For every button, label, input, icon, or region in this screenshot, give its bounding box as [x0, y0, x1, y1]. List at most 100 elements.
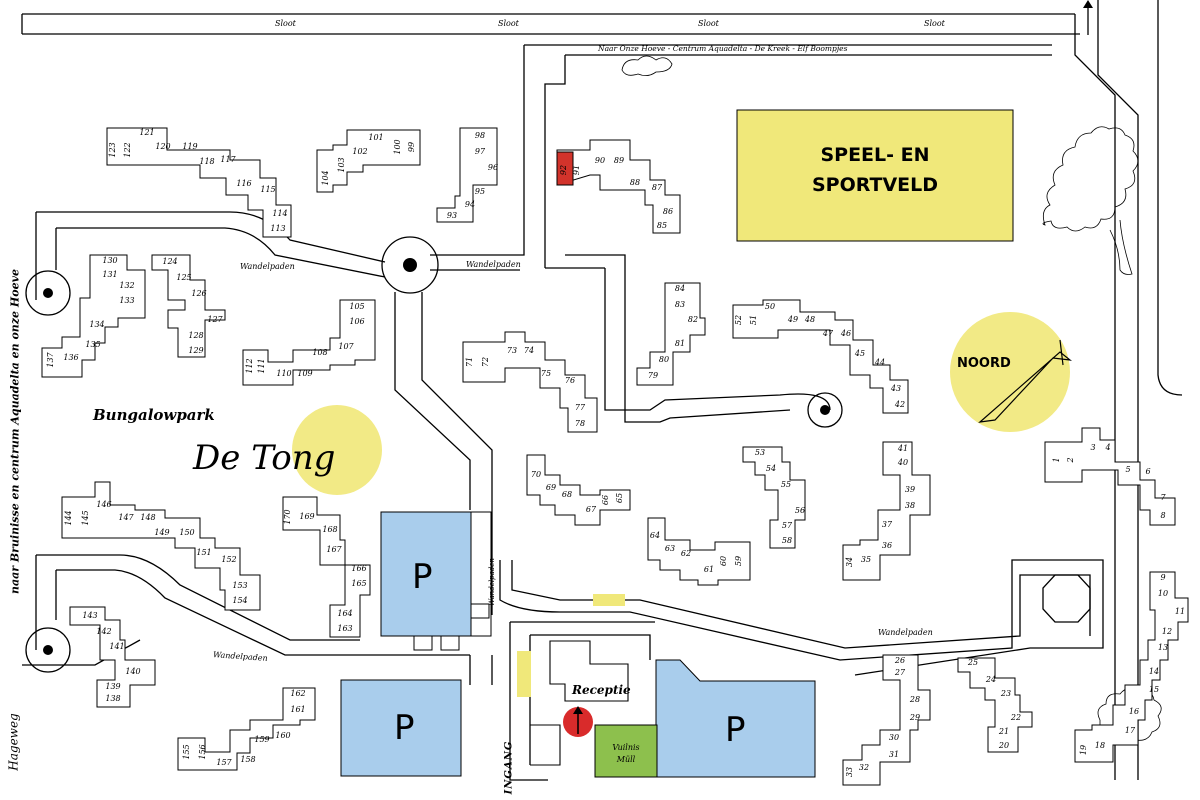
bungalow-number-67: 67: [585, 505, 597, 514]
bungalow-number-54: 54: [765, 464, 777, 473]
bungalow-number-45: 45: [854, 349, 866, 358]
bungalow-number-130: 130: [102, 256, 118, 265]
bungalow-number-140: 140: [125, 667, 141, 676]
bungalow-number-70: 70: [530, 470, 542, 479]
bungalow-number-102: 102: [352, 147, 368, 156]
bungalow-number-25: 25: [967, 658, 979, 667]
bungalow-number-7: 7: [1160, 493, 1166, 502]
sports-field-label: SPEEL- EN SPORTVELD: [737, 140, 1013, 200]
bungalow-number-35: 35: [860, 555, 872, 564]
bungalow-number-157: 157: [216, 758, 232, 767]
bungalow-number-104: 104: [321, 170, 330, 186]
selected-bungalow-92: [556, 151, 574, 186]
bungalow-number-100: 100: [393, 139, 402, 155]
bungalow-number-114: 114: [272, 209, 288, 218]
bungalow-number-41: 41: [897, 444, 909, 453]
entrance-label: INGANG: [503, 740, 515, 795]
bungalow-number-125: 125: [176, 273, 192, 282]
bungalow-number-13: 13: [1157, 643, 1169, 652]
bungalow-number-4: 4: [1105, 443, 1111, 452]
road-label-sloot: Sloot: [924, 19, 945, 28]
bungalow-number-87: 87: [651, 183, 663, 192]
bungalow-number-24: 24: [985, 675, 997, 684]
bungalow-number-156: 156: [198, 744, 207, 760]
bungalow-number-19: 19: [1079, 744, 1088, 756]
bungalow-number-78: 78: [574, 419, 586, 428]
bungalow-number-56: 56: [794, 506, 806, 515]
bungalow-number-107: 107: [338, 342, 354, 351]
exit-arrow-icon: [1083, 0, 1093, 35]
bungalow-number-21: 21: [998, 727, 1010, 736]
bungalow-number-120: 120: [155, 142, 171, 151]
bungalow-number-111: 111: [257, 358, 266, 374]
footpath-label: Wandelpaden: [487, 558, 496, 606]
bungalow-number-30: 30: [888, 733, 900, 742]
bungalow-number-112: 112: [245, 358, 254, 374]
bungalow-number-161: 161: [290, 705, 306, 714]
bungalow-number-68: 68: [561, 490, 573, 499]
bungalow-number-26: 26: [894, 656, 906, 665]
footpath-label: Wandelpaden: [466, 260, 521, 269]
bungalow-number-46: 46: [840, 329, 852, 338]
bungalow-number-92: 92: [559, 164, 568, 176]
waste-area: [594, 724, 658, 778]
bungalow-number-109: 109: [297, 369, 313, 378]
bungalow-number-126: 126: [191, 289, 207, 298]
parking-label: P: [412, 557, 433, 597]
bungalow-number-76: 76: [564, 376, 576, 385]
road-label-sloot: Sloot: [698, 19, 719, 28]
bungalow-number-12: 12: [1161, 627, 1173, 636]
bungalow-number-158: 158: [240, 755, 256, 764]
park-title: Bungalowpark: [93, 406, 215, 424]
bungalow-number-151: 151: [196, 548, 212, 557]
park-name: De Tong: [193, 438, 336, 478]
bungalow-number-39: 39: [904, 485, 916, 494]
title-highlight-circle: [292, 405, 382, 495]
bungalow-number-153: 153: [232, 581, 248, 590]
bungalow-number-143: 143: [82, 611, 98, 620]
bungalow-number-34: 34: [845, 556, 854, 568]
bungalow-number-148: 148: [140, 513, 156, 522]
bungalow-number-80: 80: [658, 355, 670, 364]
bungalow-number-48: 48: [804, 315, 816, 324]
compass-icon: [978, 339, 1073, 423]
bungalow-number-170: 170: [283, 509, 292, 525]
bungalow-number-61: 61: [703, 565, 715, 574]
bungalow-number-103: 103: [337, 157, 346, 173]
road-label-sloot: Sloot: [498, 19, 519, 28]
bungalow-number-93: 93: [446, 211, 458, 220]
bungalow-number-115: 115: [260, 185, 276, 194]
bungalow-outlines: [41, 127, 1189, 786]
bungalow-number-91: 91: [572, 164, 581, 176]
marker-rect: [593, 594, 625, 606]
bungalow-number-90: 90: [594, 156, 606, 165]
waste-label-line1: Vuilnis: [612, 743, 640, 752]
bungalow-number-57: 57: [781, 521, 793, 530]
hageweg-label: Hageweg: [6, 713, 21, 771]
bungalow-number-82: 82: [687, 315, 699, 324]
bungalow-number-28: 28: [909, 695, 921, 704]
bungalow-number-55: 55: [780, 480, 792, 489]
bungalow-number-113: 113: [270, 224, 286, 233]
bungalow-number-37: 37: [881, 520, 893, 529]
bungalow-number-62: 62: [680, 549, 692, 558]
bungalow-number-145: 145: [81, 510, 90, 526]
bungalow-number-79: 79: [647, 371, 659, 380]
bungalow-number-15: 15: [1148, 685, 1160, 694]
bungalow-number-106: 106: [349, 317, 365, 326]
bungalow-number-98: 98: [474, 131, 486, 140]
bungalow-number-23: 23: [1000, 689, 1012, 698]
bungalow-number-9: 9: [1160, 573, 1166, 582]
bungalow-number-146: 146: [96, 500, 112, 509]
bungalow-number-150: 150: [179, 528, 195, 537]
bungalow-number-169: 169: [299, 512, 315, 521]
bungalow-number-47: 47: [822, 329, 834, 338]
bungalow-number-121: 121: [139, 128, 155, 137]
bungalow-number-101: 101: [368, 133, 384, 142]
bungalow-number-60: 60: [719, 555, 728, 567]
bungalow-number-137: 137: [46, 352, 55, 368]
bungalow-number-139: 139: [105, 682, 121, 691]
bungalow-number-129: 129: [188, 346, 204, 355]
parking-label: P: [725, 710, 746, 750]
bungalow-number-155: 155: [182, 744, 191, 760]
